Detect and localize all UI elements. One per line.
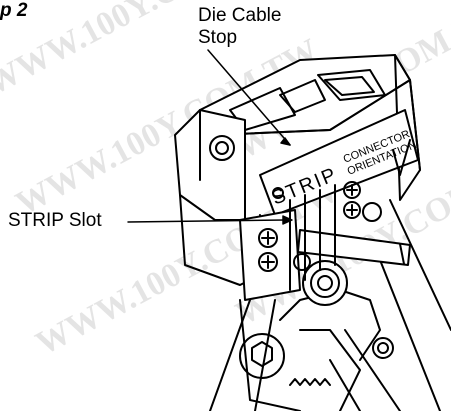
tool-handles <box>209 199 451 411</box>
step-label: p 2 <box>0 0 28 21</box>
tool-front-plate <box>239 209 311 301</box>
tool-blade-bar <box>297 229 411 266</box>
tool-right-screws <box>343 181 382 222</box>
orientation-arrow-marks <box>272 139 411 199</box>
die-cable-stop-label-line2: Stop <box>198 27 238 48</box>
strip-slot-channel <box>289 184 336 291</box>
callout-lines <box>127 49 293 225</box>
tool-pivot-bolt <box>302 260 348 306</box>
tool-top-block <box>199 54 421 216</box>
strip-slot-label: STRIP Slot <box>8 210 102 231</box>
tool-left-ear <box>174 109 271 286</box>
die-cable-stop-label-line1: Die Cable <box>198 5 282 26</box>
tool-jaw-body <box>239 289 394 411</box>
